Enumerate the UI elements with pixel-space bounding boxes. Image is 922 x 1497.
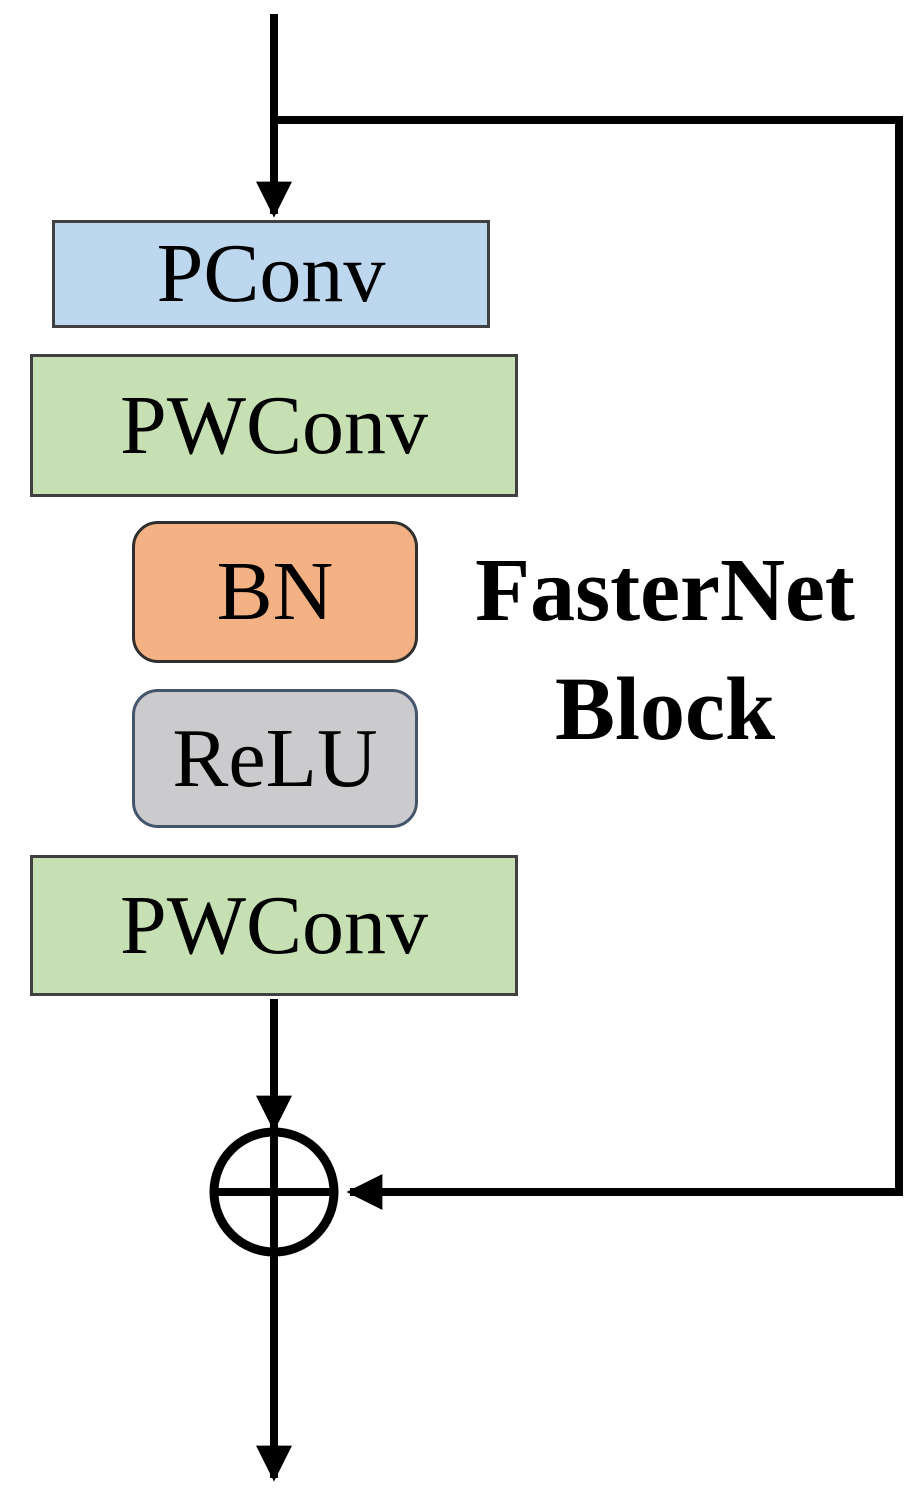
node-pwconv-bottom: PWConv — [30, 855, 518, 996]
circled-plus-icon — [209, 1127, 339, 1257]
skip-connection-arrow — [274, 116, 903, 1210]
node-pwconv-top-label: PWConv — [119, 378, 429, 472]
diagram-title-line2: Block — [554, 659, 776, 759]
node-pwconv-top: PWConv — [30, 354, 518, 497]
node-pwconv-bottom-label: PWConv — [119, 878, 429, 972]
node-pconv: PConv — [52, 220, 490, 328]
node-bn: BN — [132, 521, 418, 663]
diagram-title: FasterNet Block — [430, 532, 900, 770]
node-pconv-label: PConv — [156, 227, 386, 320]
node-bn-label: BN — [216, 545, 334, 638]
node-relu: ReLU — [132, 689, 418, 828]
diagram-title-line1: FasterNet — [475, 541, 855, 640]
node-relu-label: ReLU — [172, 711, 378, 805]
